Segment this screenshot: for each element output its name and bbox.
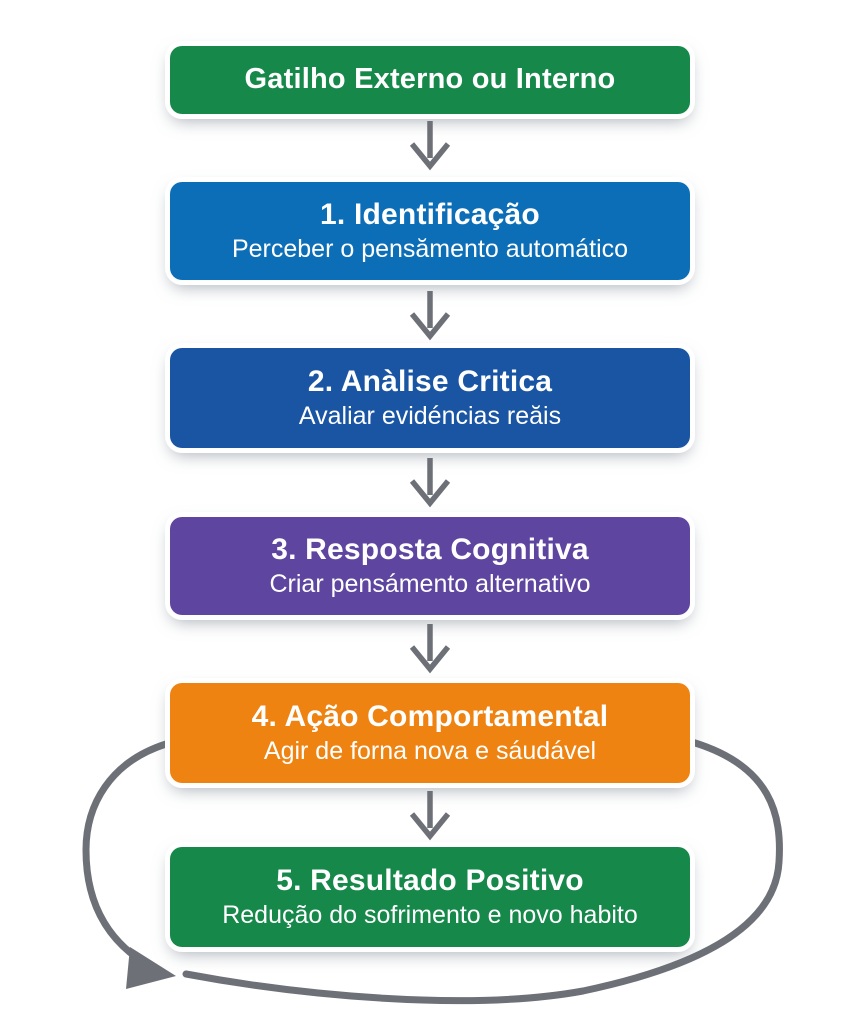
- step-box-trigger: Gatilho Externo ou Interno: [170, 46, 690, 114]
- step-box-4: 4. Ação Comportamental Agir de forna nov…: [170, 683, 690, 783]
- down-arrow-icon: [409, 624, 451, 674]
- feedback-loop-left-curve: [82, 740, 170, 964]
- step-title: 4. Ação Comportamental: [251, 699, 609, 733]
- step-subtitle: Redução do sofrimento e novo habito: [222, 901, 638, 930]
- step-box-5: 5. Resultado Positivo Redução do sofrime…: [170, 847, 690, 947]
- step-box-3: 3. Resposta Cognitiva Criar pensámento a…: [170, 517, 690, 615]
- step-title: 5. Resultado Positivo: [276, 863, 584, 897]
- down-arrow-icon: [409, 458, 451, 508]
- step-box-1: 1. Identificação Perceber o pensămento a…: [170, 182, 690, 280]
- step-title: 1. Identificação: [320, 197, 540, 231]
- step-subtitle: Agir de forna nova e sáudável: [263, 737, 597, 766]
- step-subtitle: Criar pensámento alternativo: [269, 570, 591, 599]
- step-box-2: 2. Anàlise Critica Avaliar evidéncias re…: [170, 348, 690, 448]
- step-title: Gatilho Externo ou Interno: [244, 63, 616, 96]
- step-subtitle: Perceber o pensămento automático: [231, 235, 629, 264]
- feedback-loop-arrowhead-icon: [126, 947, 176, 989]
- down-arrow-icon: [409, 291, 451, 341]
- down-arrow-icon: [409, 121, 451, 171]
- step-subtitle: Avaliar evidéncias reăis: [298, 402, 562, 431]
- step-title: 3. Resposta Cognitiva: [271, 532, 589, 566]
- step-title: 2. Anàlise Critica: [307, 364, 553, 398]
- down-arrow-icon: [409, 791, 451, 841]
